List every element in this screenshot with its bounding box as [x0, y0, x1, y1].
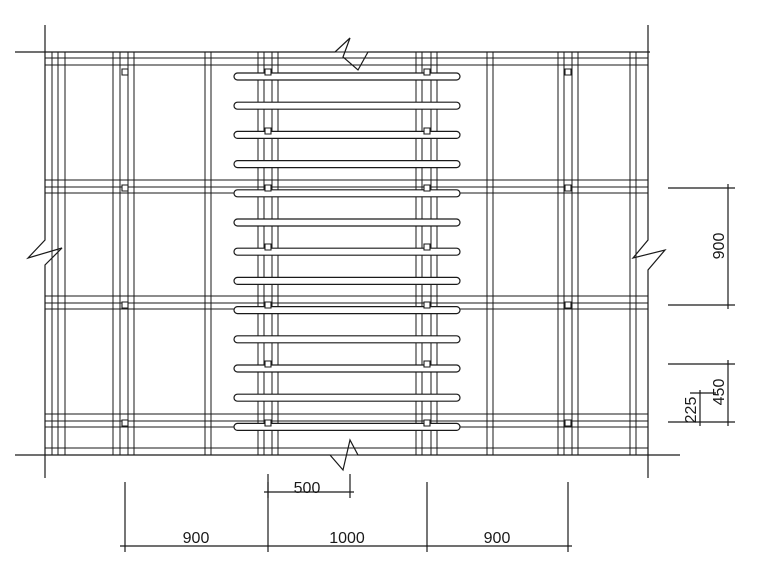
cross-member [234, 394, 460, 401]
right-break-line [633, 25, 665, 478]
dim-label-900-vertical: 900 [711, 233, 728, 260]
standard-node [424, 128, 430, 134]
standard-node [424, 69, 430, 75]
cross-member [234, 102, 460, 109]
horizontal-ledgers [45, 52, 648, 455]
dim-label-900-left: 900 [183, 530, 210, 547]
standard-node [265, 244, 271, 250]
dimension-450-225: 450 225 [668, 360, 735, 426]
standard-node [424, 361, 430, 367]
dim-label-1000: 1000 [329, 530, 365, 547]
standard-node [424, 420, 430, 426]
standard-node [265, 128, 271, 134]
cross-member [234, 161, 460, 168]
cross-member [234, 190, 460, 197]
standard-node [122, 420, 128, 426]
cross-member [234, 336, 460, 343]
dim-label-500: 500 [294, 480, 321, 497]
standard-node [424, 185, 430, 191]
cross-member [234, 131, 460, 138]
standard-node [265, 361, 271, 367]
cross-member [234, 277, 460, 284]
dim-label-450: 450 [711, 379, 728, 406]
standard-node [565, 69, 571, 75]
cross-members [234, 73, 460, 430]
cross-member [234, 248, 460, 255]
dim-label-225: 225 [683, 397, 700, 424]
standard-node [122, 185, 128, 191]
standard-node [565, 302, 571, 308]
cross-member [234, 423, 460, 430]
standard-node [565, 185, 571, 191]
standard-node [265, 185, 271, 191]
bottom-dimension-chain: 900 1000 900 [120, 482, 572, 552]
dim-label-900-right: 900 [484, 530, 511, 547]
standard-node [122, 302, 128, 308]
cross-member [234, 73, 460, 80]
left-break-line [28, 25, 62, 478]
standard-nodes [122, 69, 571, 426]
dimension-500: 500 [264, 474, 354, 498]
standard-node [424, 302, 430, 308]
cross-member [234, 365, 460, 372]
dimension-900-right: 900 [668, 184, 735, 309]
cross-member [234, 307, 460, 314]
standard-node [424, 244, 430, 250]
cross-member [234, 219, 460, 226]
standard-node [565, 420, 571, 426]
standard-node [265, 302, 271, 308]
standard-node [265, 420, 271, 426]
standard-node [122, 69, 128, 75]
standard-node [265, 69, 271, 75]
